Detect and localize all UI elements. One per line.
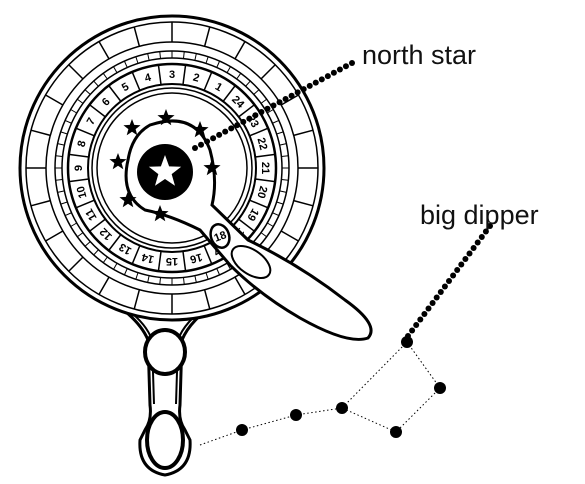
- leader-dot: [271, 103, 277, 109]
- leader-dot: [349, 60, 355, 66]
- leader-dot: [295, 89, 301, 95]
- leader-dot: [283, 96, 289, 102]
- leader-dot: [413, 322, 419, 328]
- leader-dot: [301, 86, 307, 92]
- leader-dot: [458, 262, 464, 268]
- north-star-label: north star: [362, 40, 476, 70]
- leader-dot: [289, 93, 295, 99]
- leader-dot: [204, 138, 210, 144]
- leader-dot: [434, 295, 440, 301]
- leader-dot: [442, 284, 448, 290]
- leader-dot: [471, 245, 477, 251]
- leader-dot: [264, 106, 270, 112]
- leader-dot: [210, 135, 216, 141]
- dipper-star-alkaid: [236, 424, 248, 436]
- handle-ring: [145, 330, 185, 374]
- dipper-star-mizar: [290, 409, 302, 421]
- leader-dot: [216, 132, 222, 138]
- hour-number: 21: [259, 162, 271, 174]
- leader-dot: [192, 145, 198, 151]
- leader-dot: [277, 99, 283, 105]
- dipper-star-dubhe: [401, 336, 413, 348]
- leader-dot: [426, 306, 432, 312]
- dipper-star-alioth: [336, 402, 348, 414]
- big-dipper-label: big dipper: [420, 200, 539, 230]
- leader-dot: [462, 256, 468, 262]
- center-hub: [137, 144, 193, 200]
- leader-dot: [258, 109, 264, 115]
- hour-number: 3: [169, 69, 175, 81]
- leader-dot: [240, 119, 246, 125]
- leader-dot: [430, 300, 436, 306]
- leader-dot: [331, 70, 337, 76]
- leader-dot: [222, 129, 228, 135]
- leader-dot: [479, 234, 485, 240]
- nocturnal-handle: [110, 300, 220, 475]
- leader-dot: [343, 63, 349, 69]
- leader-dot: [325, 73, 331, 79]
- dipper-star-merak: [434, 382, 446, 394]
- leader-dot: [446, 278, 452, 284]
- leader-dot: [313, 80, 319, 86]
- dipper-star-phecda: [390, 426, 402, 438]
- leader-dot: [450, 273, 456, 279]
- leader-dot: [307, 83, 313, 89]
- leader-dot: [467, 251, 473, 257]
- leader-dot: [234, 122, 240, 128]
- hour-number: 15: [166, 255, 178, 267]
- leader-dot: [417, 317, 423, 323]
- leader-dot: [337, 67, 343, 73]
- leader-dot: [409, 328, 415, 334]
- leader-dot: [246, 116, 252, 122]
- leader-dot: [475, 240, 481, 246]
- handle-loop: [147, 412, 183, 468]
- leader-dot: [228, 125, 234, 131]
- leader-dot: [438, 289, 444, 295]
- leader-dot: [252, 112, 258, 118]
- leader-dot: [319, 76, 325, 82]
- leader-dot: [421, 311, 427, 317]
- hour-number: 9: [73, 165, 85, 171]
- leader-dot: [454, 267, 460, 273]
- leader-dot: [198, 142, 204, 148]
- big-dipper-constellation: [200, 336, 446, 445]
- big-dipper-leader: [405, 223, 493, 339]
